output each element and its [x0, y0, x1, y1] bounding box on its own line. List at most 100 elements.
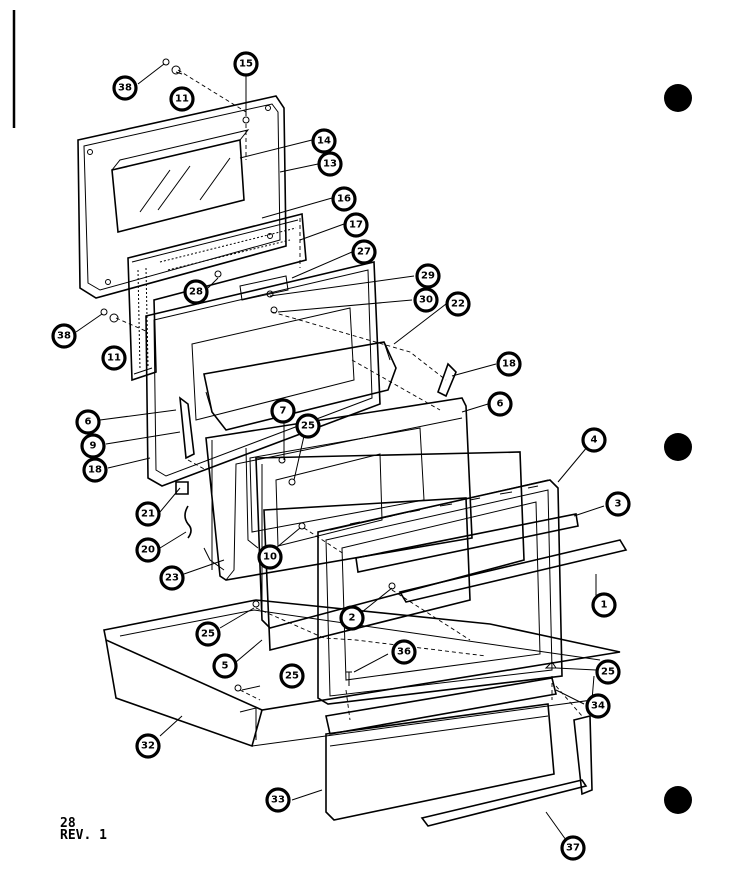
callout-label: 10: [263, 552, 277, 563]
callout: 5: [212, 653, 238, 679]
callout: 30: [413, 287, 439, 313]
alignment-lines: [115, 69, 583, 721]
callout: 25: [295, 413, 321, 439]
callout-label: 32: [141, 741, 155, 752]
kick-panel: [325, 677, 557, 735]
inner-glass: [255, 451, 525, 629]
callout-label: 20: [141, 545, 155, 556]
outer-door-panel: [77, 95, 287, 299]
callout: 25: [595, 659, 621, 685]
callout: 1: [591, 592, 617, 618]
vent-strip: [355, 513, 579, 573]
callout: 38: [51, 323, 77, 349]
callout: 11: [169, 86, 195, 112]
callout: 6: [75, 409, 101, 435]
callout: 23: [159, 565, 185, 591]
callout: 16: [331, 186, 357, 212]
callout: 21: [135, 501, 161, 527]
callout-label: 15: [239, 59, 253, 70]
callout-label: 28: [189, 287, 203, 298]
callout-label: 27: [357, 247, 371, 258]
callout: 37: [560, 835, 586, 861]
callout-label: 25: [285, 671, 299, 682]
front-door-frame: [317, 479, 563, 705]
hinge-right: [437, 362, 457, 398]
insulation-sheet: [203, 341, 397, 431]
callout: 18: [496, 351, 522, 377]
callout-label: 38: [57, 331, 71, 342]
callout-label: 1: [601, 600, 608, 611]
callout-label: 17: [349, 220, 363, 231]
callout-label: 11: [107, 353, 121, 364]
callout-label: 13: [323, 159, 337, 170]
callout: 29: [415, 263, 441, 289]
drawer-body: [103, 599, 621, 748]
callout: 11: [101, 345, 127, 371]
glass-panel: [263, 497, 471, 652]
callout-label: 25: [601, 667, 615, 678]
callout-label: 34: [591, 701, 605, 712]
door-handle: [398, 539, 628, 603]
callout: 36: [391, 639, 417, 665]
callout: 25: [195, 621, 221, 647]
callout: 7: [270, 398, 296, 424]
callout: 32: [135, 733, 161, 759]
callout-label: 18: [88, 465, 102, 476]
inner-door-liner: [145, 260, 381, 487]
callout-label: 18: [502, 359, 516, 370]
callout: 14: [311, 128, 337, 154]
callout: 9: [80, 433, 106, 459]
callout-label: 9: [90, 441, 97, 452]
callout-label: 29: [421, 271, 435, 282]
callout-label: 38: [118, 83, 132, 94]
callout: 17: [343, 212, 369, 238]
binder-hole: [664, 786, 692, 814]
callout: 6: [487, 391, 513, 417]
binder-hole: [664, 84, 692, 112]
drawer-front: [325, 703, 555, 821]
callout-label: 16: [337, 194, 351, 205]
callout-label: 23: [165, 573, 179, 584]
callout-label: 6: [85, 417, 92, 428]
insulation-gasket: [127, 212, 307, 382]
callout: 15: [233, 51, 259, 77]
callout-label: 37: [566, 843, 580, 854]
callout-label: 5: [222, 661, 229, 672]
revision-label: REV. 1: [60, 828, 107, 843]
callout-label: 3: [615, 499, 622, 510]
callout: 20: [135, 537, 161, 563]
callout-label: 2: [349, 613, 356, 624]
callout: 38: [112, 75, 138, 101]
callout: 4: [581, 427, 607, 453]
callout: 27: [351, 239, 377, 265]
callout-label: 14: [317, 136, 331, 147]
callout: 18: [82, 457, 108, 483]
drawer-rail: [420, 714, 593, 827]
callout-label: 25: [201, 629, 215, 640]
door-frame: [203, 397, 473, 581]
callout: 2: [339, 605, 365, 631]
spring-clip: [184, 505, 192, 539]
callout-label: 6: [497, 399, 504, 410]
page-footer: 28 REV. 1: [60, 816, 107, 843]
callout: 22: [445, 291, 471, 317]
callout-label: 21: [141, 509, 155, 520]
leader-lines: [75, 63, 605, 841]
callout-label: 25: [301, 421, 315, 432]
callout-label: 36: [397, 647, 411, 658]
hinge-bracket: [175, 481, 189, 495]
callout: 33: [265, 787, 291, 813]
screws: [100, 58, 557, 692]
callout: 25: [279, 663, 305, 689]
callout-label: 30: [419, 295, 433, 306]
binder-hole: [664, 433, 692, 461]
callout: 34: [585, 693, 611, 719]
callout: 13: [317, 151, 343, 177]
callout-label: 22: [451, 299, 465, 310]
page-number: 28: [60, 816, 76, 831]
callout-label: 33: [271, 795, 285, 806]
hinge-left: [179, 396, 195, 460]
callout-label: 4: [591, 435, 598, 446]
callout: 28: [183, 279, 209, 305]
